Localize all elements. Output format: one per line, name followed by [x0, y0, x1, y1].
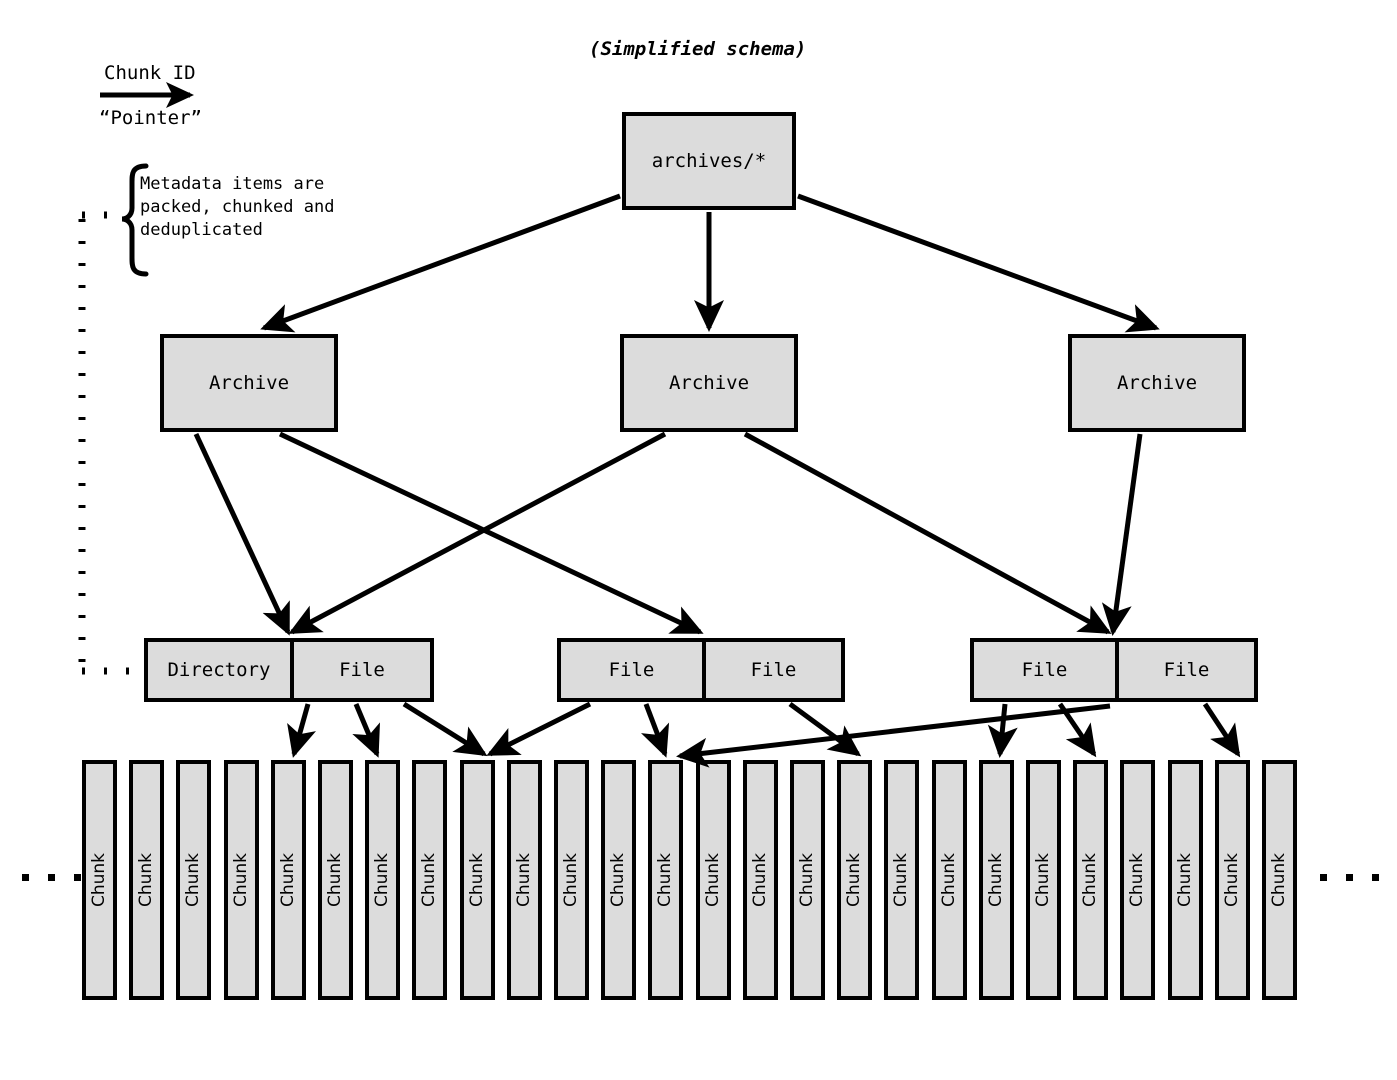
node-file-4[interactable]: File — [974, 642, 1115, 698]
chunk-label: Chunk — [1080, 852, 1101, 908]
edges-archives-to-leaves — [193, 431, 1143, 636]
edges-leaves-to-chunks — [287, 701, 1241, 768]
legend-pointer-label: “Pointer” — [99, 107, 202, 129]
edges-root-to-archives — [260, 193, 1160, 333]
node-label: Archive — [208, 372, 290, 394]
edge-archive1-to-group2 — [278, 431, 704, 635]
edge-file2-to-chunk9 — [486, 701, 592, 757]
node-label: File — [608, 659, 655, 681]
chunk-box[interactable]: Chunk — [743, 760, 778, 1000]
chunk-box[interactable]: Chunk — [1168, 760, 1203, 1000]
leaf-group-2: File File — [557, 638, 845, 702]
chunk-box[interactable]: Chunk — [271, 760, 306, 1000]
chunk-box[interactable]: Chunk — [554, 760, 589, 1000]
edge-file4-to-chunk21 — [987, 703, 1018, 758]
chunk-label: Chunk — [136, 852, 157, 908]
chunk-box[interactable]: Chunk — [601, 760, 636, 1000]
edge-file4-to-chunk23 — [1057, 702, 1097, 758]
chunk-box[interactable]: Chunk — [1026, 760, 1061, 1000]
edge-file1-to-chunk9 — [402, 701, 488, 757]
chunk-label: Chunk — [844, 852, 865, 908]
node-label: File — [339, 659, 385, 681]
edge-file1-to-chunk7 — [352, 703, 380, 758]
node-file-2[interactable]: File — [561, 642, 702, 698]
chunk-label: Chunk — [1175, 852, 1196, 908]
chunk-label: Chunk — [1127, 852, 1148, 908]
edge-file5-to-chunk13-long — [676, 703, 1111, 768]
leaf-group-1: Directory File — [144, 638, 434, 702]
edge-archive2-to-group3 — [743, 431, 1112, 635]
node-label: File — [750, 659, 797, 681]
chunk-label: Chunk — [467, 852, 488, 908]
node-label: File — [1163, 659, 1210, 681]
chunk-label: Chunk — [1269, 852, 1290, 908]
node-archive-1[interactable]: Archive — [160, 334, 338, 432]
chunk-label: Chunk — [608, 852, 629, 908]
node-archive-3[interactable]: Archive — [1068, 334, 1246, 432]
edge-archive3-to-group3 — [1101, 433, 1143, 636]
node-directory[interactable]: Directory — [148, 642, 290, 698]
chunk-box[interactable]: Chunk — [648, 760, 683, 1000]
chunk-label: Chunk — [703, 852, 724, 908]
node-file-1[interactable]: File — [289, 642, 430, 698]
chunk-box[interactable]: Chunk — [1073, 760, 1108, 1000]
chunk-box[interactable]: Chunk — [318, 760, 353, 1000]
chunk-label: Chunk — [419, 852, 440, 908]
chunk-box[interactable]: Chunk — [884, 760, 919, 1000]
edge-file5-to-chunk25 — [1202, 702, 1241, 758]
node-file-5[interactable]: File — [1114, 642, 1254, 698]
chunk-label: Chunk — [750, 852, 771, 908]
edge-file1-to-chunk5 — [287, 703, 316, 758]
chunk-label: Chunk — [89, 852, 110, 908]
chunk-box[interactable]: Chunk — [837, 760, 872, 1000]
node-label: Archive — [1116, 372, 1198, 394]
metadata-dotted-guide — [78, 211, 142, 675]
legend-chunk-id-label: Chunk ID — [104, 62, 196, 84]
chunk-label: Chunk — [797, 852, 818, 908]
chunk-box[interactable]: Chunk — [696, 760, 731, 1000]
chunk-label: Chunk — [655, 852, 676, 908]
chunk-label: Chunk — [1033, 852, 1054, 908]
chunk-box[interactable]: Chunk — [979, 760, 1014, 1000]
chunk-label: Chunk — [231, 852, 252, 908]
chunk-label: Chunk — [183, 852, 204, 908]
page-title: (Simplified schema) — [589, 38, 807, 60]
chunk-box[interactable]: Chunk — [1120, 760, 1155, 1000]
chunk-box[interactable]: Chunk — [224, 760, 259, 1000]
node-label: File — [1021, 659, 1068, 681]
edge-file2-to-chunk13 — [641, 703, 670, 758]
chunk-label: Chunk — [986, 852, 1007, 908]
chunk-box[interactable]: Chunk — [1262, 760, 1297, 1000]
node-archives-root[interactable]: archives/* — [622, 112, 796, 210]
chunk-box[interactable]: Chunk — [82, 760, 117, 1000]
chunk-label: Chunk — [514, 852, 535, 908]
chunk-label: Chunk — [561, 852, 582, 908]
chunk-box[interactable]: Chunk — [932, 760, 967, 1000]
leaf-group-3: File File — [970, 638, 1258, 702]
chunk-box[interactable]: Chunk — [129, 760, 164, 1000]
node-label: archives/* — [651, 150, 767, 172]
edge-file3-to-chunk17 — [788, 701, 862, 757]
chunk-box[interactable]: Chunk — [412, 760, 447, 1000]
chunk-label: Chunk — [325, 852, 346, 908]
chunk-box[interactable]: Chunk — [1215, 760, 1250, 1000]
chunk-label: Chunk — [939, 852, 960, 908]
node-label: Directory — [167, 659, 271, 681]
edge-archive2-to-group1 — [288, 431, 667, 635]
chunk-box[interactable]: Chunk — [365, 760, 400, 1000]
node-label: Archive — [668, 372, 750, 394]
chunk-label: Chunk — [372, 852, 393, 908]
node-archive-2[interactable]: Archive — [620, 334, 798, 432]
chunk-label: Chunk — [1222, 852, 1243, 908]
chunk-box[interactable]: Chunk — [507, 760, 542, 1000]
chunk-box[interactable]: Chunk — [176, 760, 211, 1000]
bracket-note-text: Metadata items are packed, chunked and d… — [140, 174, 335, 240]
node-file-3[interactable]: File — [701, 642, 841, 698]
chunk-box[interactable]: Chunk — [460, 760, 495, 1000]
edge-archive1-to-group1 — [193, 432, 291, 636]
edge-root-to-archive-3 — [797, 193, 1160, 333]
chunk-label: Chunk — [891, 852, 912, 908]
chunk-label: Chunk — [278, 852, 299, 908]
chunk-box[interactable]: Chunk — [790, 760, 825, 1000]
